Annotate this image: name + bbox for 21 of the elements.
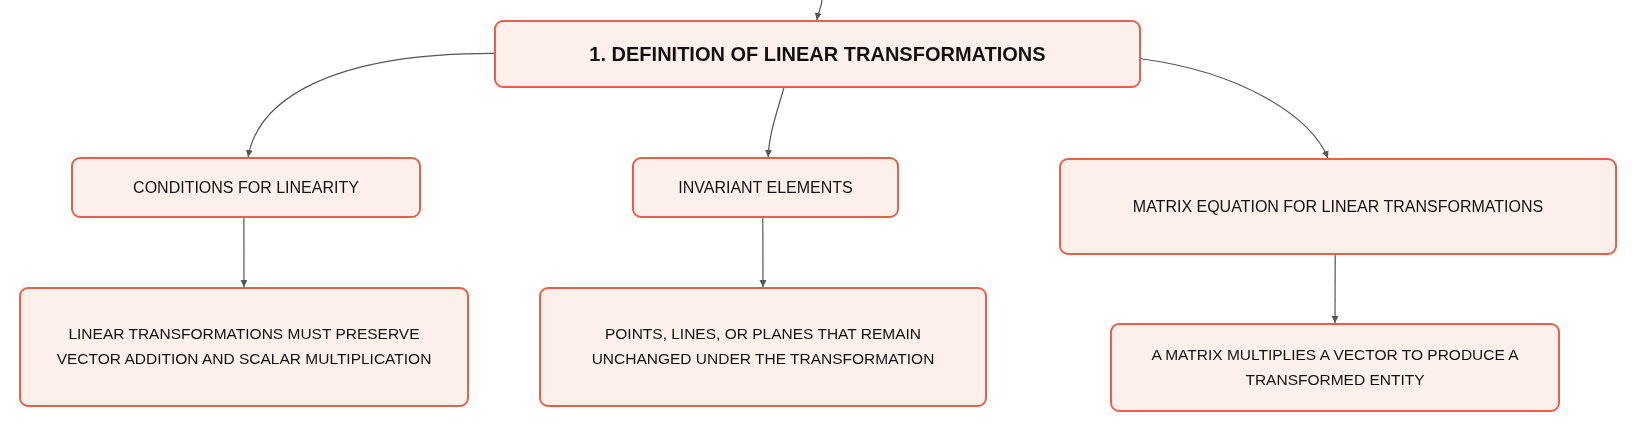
topic-box: [71, 157, 421, 218]
topic-label: INVARIANT ELEMENTS: [678, 177, 853, 198]
topic-box: [19, 287, 469, 407]
topic-label: LINEAR TRANSFORMATIONS MUST PRESERVE VECTOR ADDITION AND SCALAR MULTIPLICATION: [55, 324, 433, 369]
topic-label: POINTS, LINES, OR PLANES THAT REMAIN UNCHANGED UNDER THE TRANSFORMATION: [590, 324, 936, 369]
topic-box: [1059, 158, 1617, 255]
connector-arrow: [765, 87, 785, 158]
topic-label: A MATRIX MULTIPLIES A VECTOR TO PRODUCE A TRANSFORMED ENTITY: [1150, 344, 1520, 390]
connector-arrow: [1140, 58, 1329, 159]
topic-box: [1110, 323, 1560, 412]
connector-arrow: [759, 217, 767, 288]
topic-box: [539, 287, 987, 407]
connector-arrow: [240, 217, 248, 288]
main-topic-box: [494, 20, 1141, 88]
topic-label: CONDITIONS FOR LINEARITY: [133, 177, 359, 198]
connector-arrow: [814, 0, 823, 21]
topic-box: [632, 157, 899, 218]
connector-arrow: [246, 52, 495, 158]
main-topic-label: 1. DEFINITION OF LINEAR TRANSFORMATIONS: [589, 42, 1046, 67]
topic-label: MATRIX EQUATION FOR LINEAR TRANSFORMATIONS: [1132, 196, 1544, 217]
connector-arrow: [1331, 254, 1339, 324]
